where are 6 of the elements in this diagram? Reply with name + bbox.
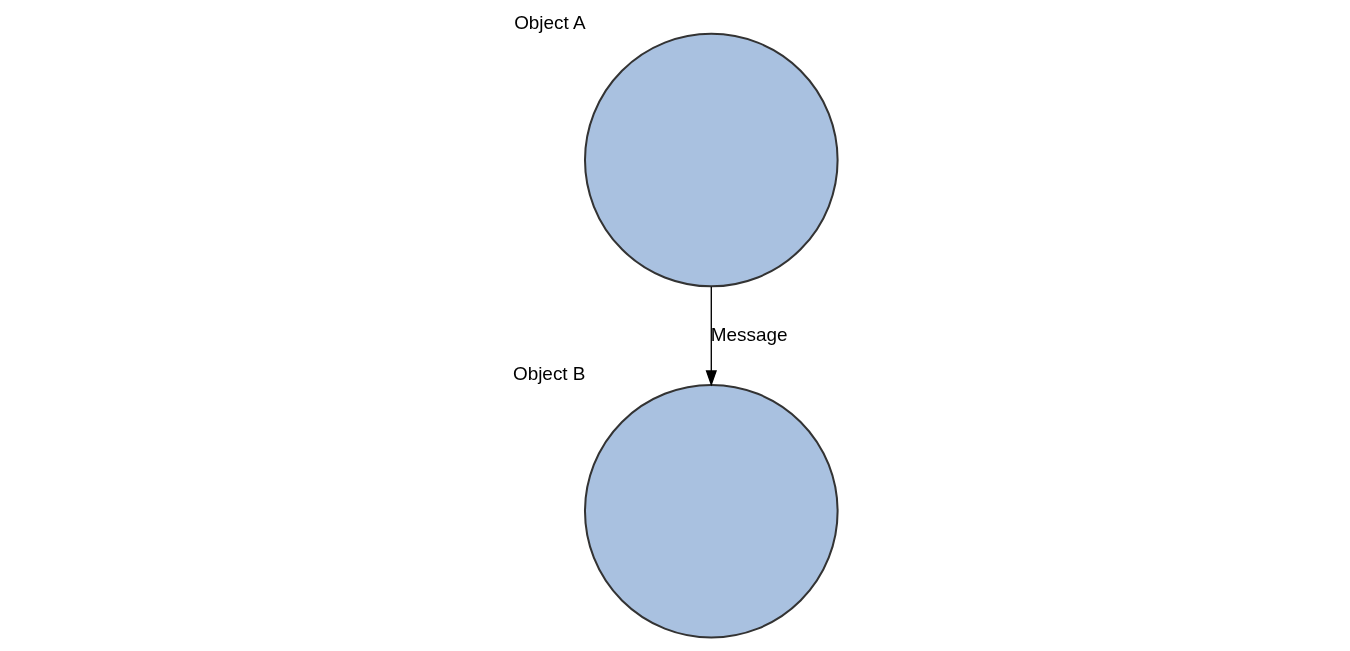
node-label: Object B: [512, 362, 585, 384]
node-circle: [583, 32, 839, 288]
node-label: Object A: [513, 11, 586, 33]
node-circle: [583, 383, 839, 639]
arrow: [705, 286, 717, 387]
edge-label: Message: [710, 323, 787, 345]
